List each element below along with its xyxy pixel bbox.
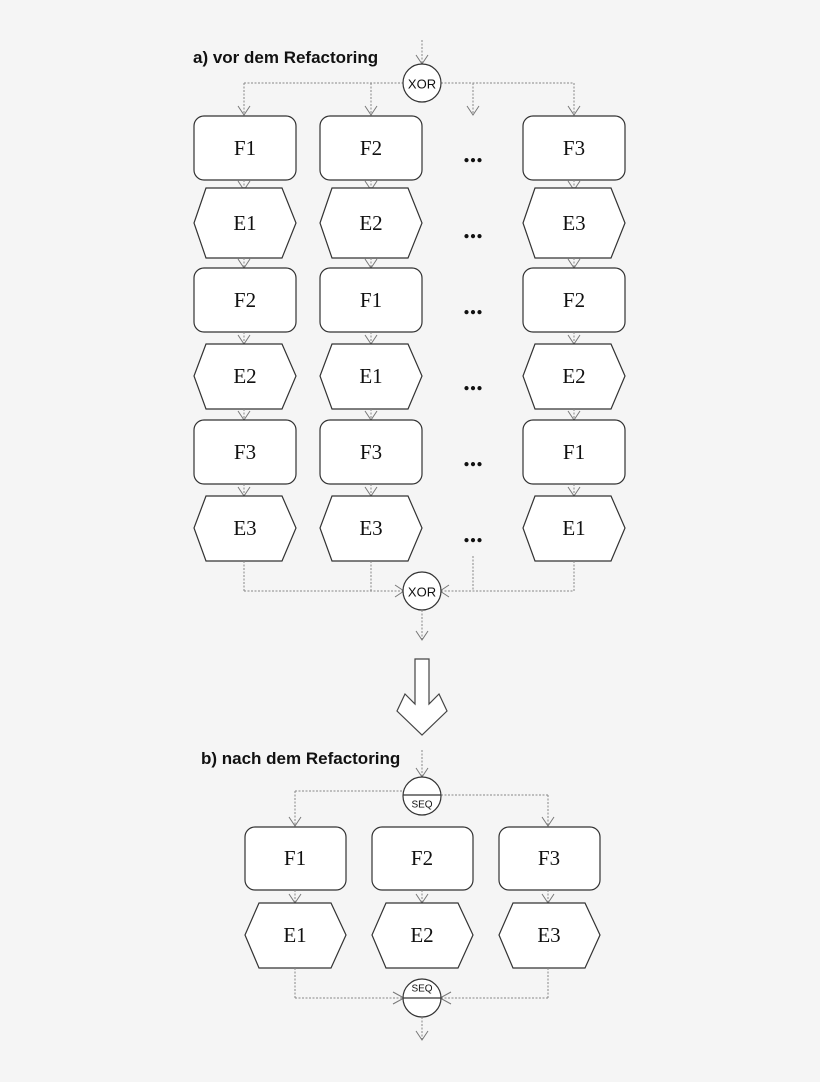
svg-text:...: ... bbox=[463, 291, 483, 320]
incoming-flow-a bbox=[415, 40, 429, 65]
svg-text:...: ... bbox=[463, 367, 483, 396]
svg-text:...: ... bbox=[463, 443, 483, 472]
svg-text:E2: E2 bbox=[410, 923, 433, 947]
xor-split-lines bbox=[237, 82, 581, 116]
event-node bbox=[244, 902, 347, 969]
svg-text:F2: F2 bbox=[411, 846, 433, 870]
svg-text:F3: F3 bbox=[360, 440, 382, 464]
svg-text:F2: F2 bbox=[234, 288, 256, 312]
event-node bbox=[319, 187, 423, 259]
function-node bbox=[193, 115, 297, 181]
svg-text:F2: F2 bbox=[563, 288, 585, 312]
outgoing-flow-a bbox=[415, 610, 429, 641]
ellipsis-column: ... ... ... ... ... ... bbox=[463, 139, 483, 548]
column-b2: F2 E2 bbox=[371, 826, 474, 969]
svg-text:E1: E1 bbox=[283, 923, 306, 947]
seq-split-label: SEQ bbox=[411, 800, 432, 811]
column-a2: F2 E2 F1 E1 F3 E3 bbox=[319, 115, 423, 562]
svg-text:...: ... bbox=[463, 139, 483, 168]
event-node bbox=[319, 343, 423, 410]
event-node bbox=[371, 902, 474, 969]
svg-text:E1: E1 bbox=[233, 211, 256, 235]
event-node bbox=[522, 343, 626, 410]
svg-text:F2: F2 bbox=[360, 136, 382, 160]
svg-text:E3: E3 bbox=[537, 923, 560, 947]
event-node bbox=[498, 902, 601, 969]
section-a-title: a) vor dem Refactoring bbox=[193, 48, 378, 67]
seq-join-connector: SEQ bbox=[402, 978, 442, 1018]
xor-join-label: XOR bbox=[408, 585, 436, 600]
outgoing-flow-b bbox=[415, 1017, 429, 1041]
section-b-title: b) nach dem Refactoring bbox=[201, 749, 400, 768]
event-node bbox=[319, 495, 423, 562]
svg-text:E3: E3 bbox=[359, 516, 382, 540]
svg-text:E1: E1 bbox=[359, 364, 382, 388]
event-node bbox=[522, 187, 626, 259]
svg-text:...: ... bbox=[463, 519, 483, 548]
seq-split-lines bbox=[288, 790, 555, 827]
column-a3: F3 E3 F2 E2 F1 E1 bbox=[522, 115, 626, 562]
svg-text:F1: F1 bbox=[234, 136, 256, 160]
svg-text:F1: F1 bbox=[563, 440, 585, 464]
event-node bbox=[522, 495, 626, 562]
column-b3: F3 E3 bbox=[498, 826, 601, 969]
event-node bbox=[193, 187, 297, 259]
event-node bbox=[193, 343, 297, 410]
xor-split-label: XOR bbox=[408, 77, 436, 92]
seq-split-connector: SEQ bbox=[402, 776, 442, 816]
svg-text:E3: E3 bbox=[233, 516, 256, 540]
svg-text:E1: E1 bbox=[562, 516, 585, 540]
svg-text:E2: E2 bbox=[359, 211, 382, 235]
seq-join-lines bbox=[294, 968, 549, 1005]
function-node bbox=[193, 267, 297, 333]
svg-text:F1: F1 bbox=[284, 846, 306, 870]
event-node bbox=[193, 495, 297, 562]
function-node bbox=[498, 826, 601, 891]
xor-split-connector: XOR bbox=[402, 63, 442, 103]
svg-text:...: ... bbox=[463, 215, 483, 244]
svg-text:E3: E3 bbox=[562, 211, 585, 235]
svg-text:E2: E2 bbox=[233, 364, 256, 388]
svg-text:F3: F3 bbox=[234, 440, 256, 464]
svg-text:F3: F3 bbox=[563, 136, 585, 160]
down-arrow-icon bbox=[396, 658, 448, 736]
incoming-flow-b bbox=[415, 750, 429, 778]
svg-text:F1: F1 bbox=[360, 288, 382, 312]
xor-join-connector: XOR bbox=[402, 571, 442, 611]
svg-text:E2: E2 bbox=[562, 364, 585, 388]
column-a1: F1 E1 F2 E2 F3 E3 bbox=[193, 115, 297, 562]
svg-text:F3: F3 bbox=[538, 846, 560, 870]
function-node bbox=[193, 419, 297, 485]
seq-join-label: SEQ bbox=[411, 984, 432, 995]
column-b1: F1 E1 bbox=[244, 826, 347, 969]
